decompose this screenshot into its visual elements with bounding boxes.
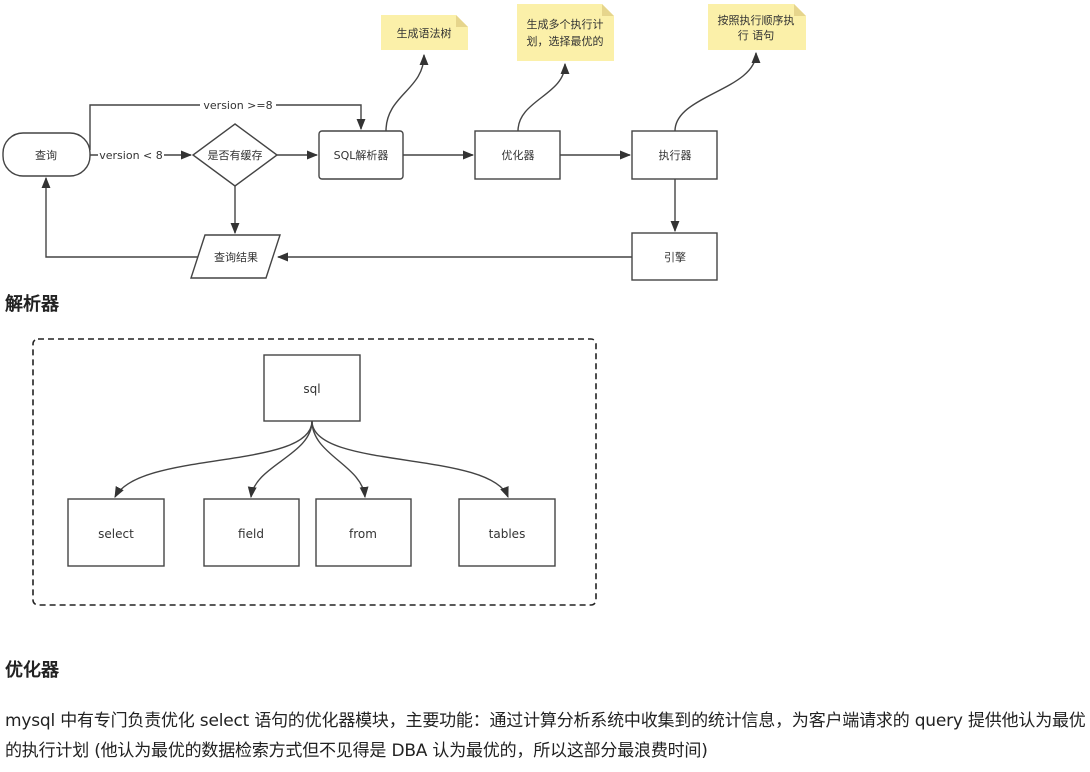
connector-executor-note (674, 51, 761, 132)
note-executor: 按照执行顺序执 行 语句 (708, 4, 806, 50)
note-executor-line2: 行 语句 (738, 29, 775, 42)
svg-text:引擎: 引擎 (664, 250, 686, 264)
node-sql-parser: SQL解析器 (318, 130, 404, 180)
optimizer-description: mysql 中有专门负责优化 select 语句的优化器模块，主要功能：通过计算… (5, 711, 1086, 761)
svg-text:查询: 查询 (35, 148, 57, 162)
tree-node-from: from (315, 498, 412, 567)
section-heading-optimizer: 优化器 (5, 660, 59, 681)
edge-result-start (41, 176, 198, 258)
edge-label-ge8: version >=8 (203, 99, 272, 112)
parser-group-frame (32, 338, 597, 606)
tree-node-field: field (203, 498, 300, 567)
node-cache-decision: 是否有缓存 (191, 123, 279, 187)
edge-sql-from (311, 420, 369, 499)
note-optimizer-line1: 生成多个执行计 (527, 17, 604, 31)
svg-text:from: from (349, 527, 377, 541)
tree-node-select: select (67, 498, 165, 567)
svg-text:select: select (98, 527, 134, 541)
svg-text:SQL解析器: SQL解析器 (334, 148, 389, 162)
node-query-start: 查询 (2, 132, 91, 177)
query-flow-diagram: 生成语法树 生成多个执行计 划，选择最优的 按照执行顺序执 行 语句 versi… (2, 4, 806, 281)
node-engine: 引擎 (631, 232, 718, 281)
node-executor: 执行器 (631, 130, 718, 180)
svg-text:sql: sql (303, 382, 320, 396)
note-optimizer-line2: 划，选择最优的 (527, 34, 604, 48)
svg-text:field: field (238, 527, 264, 541)
tree-node-sql: sql (263, 354, 361, 422)
edge-label-lt8: version < 8 (99, 149, 163, 162)
parser-tree-diagram: sql select field from tables (32, 338, 597, 606)
connector-parser-note (385, 53, 429, 132)
edge-sql-tables (311, 420, 509, 499)
connector-optimizer-note (517, 62, 570, 132)
note-optimizer: 生成多个执行计 划，选择最优的 (517, 4, 614, 61)
node-query-result: 查询结果 (190, 234, 281, 279)
note-parser-text: 生成语法树 (397, 26, 452, 40)
section-heading-parser: 解析器 (5, 294, 59, 315)
edge-sql-select (114, 420, 313, 498)
edge-sql-field (247, 420, 313, 499)
note-parser: 生成语法树 (381, 15, 468, 50)
svg-text:执行器: 执行器 (659, 148, 692, 162)
note-executor-line1: 按照执行顺序执 (718, 13, 795, 27)
node-optimizer: 优化器 (474, 130, 561, 180)
svg-text:tables: tables (489, 527, 526, 541)
svg-text:是否有缓存: 是否有缓存 (208, 148, 263, 162)
tree-node-tables: tables (458, 498, 556, 567)
svg-text:查询结果: 查询结果 (214, 250, 258, 264)
svg-text:优化器: 优化器 (502, 148, 535, 162)
